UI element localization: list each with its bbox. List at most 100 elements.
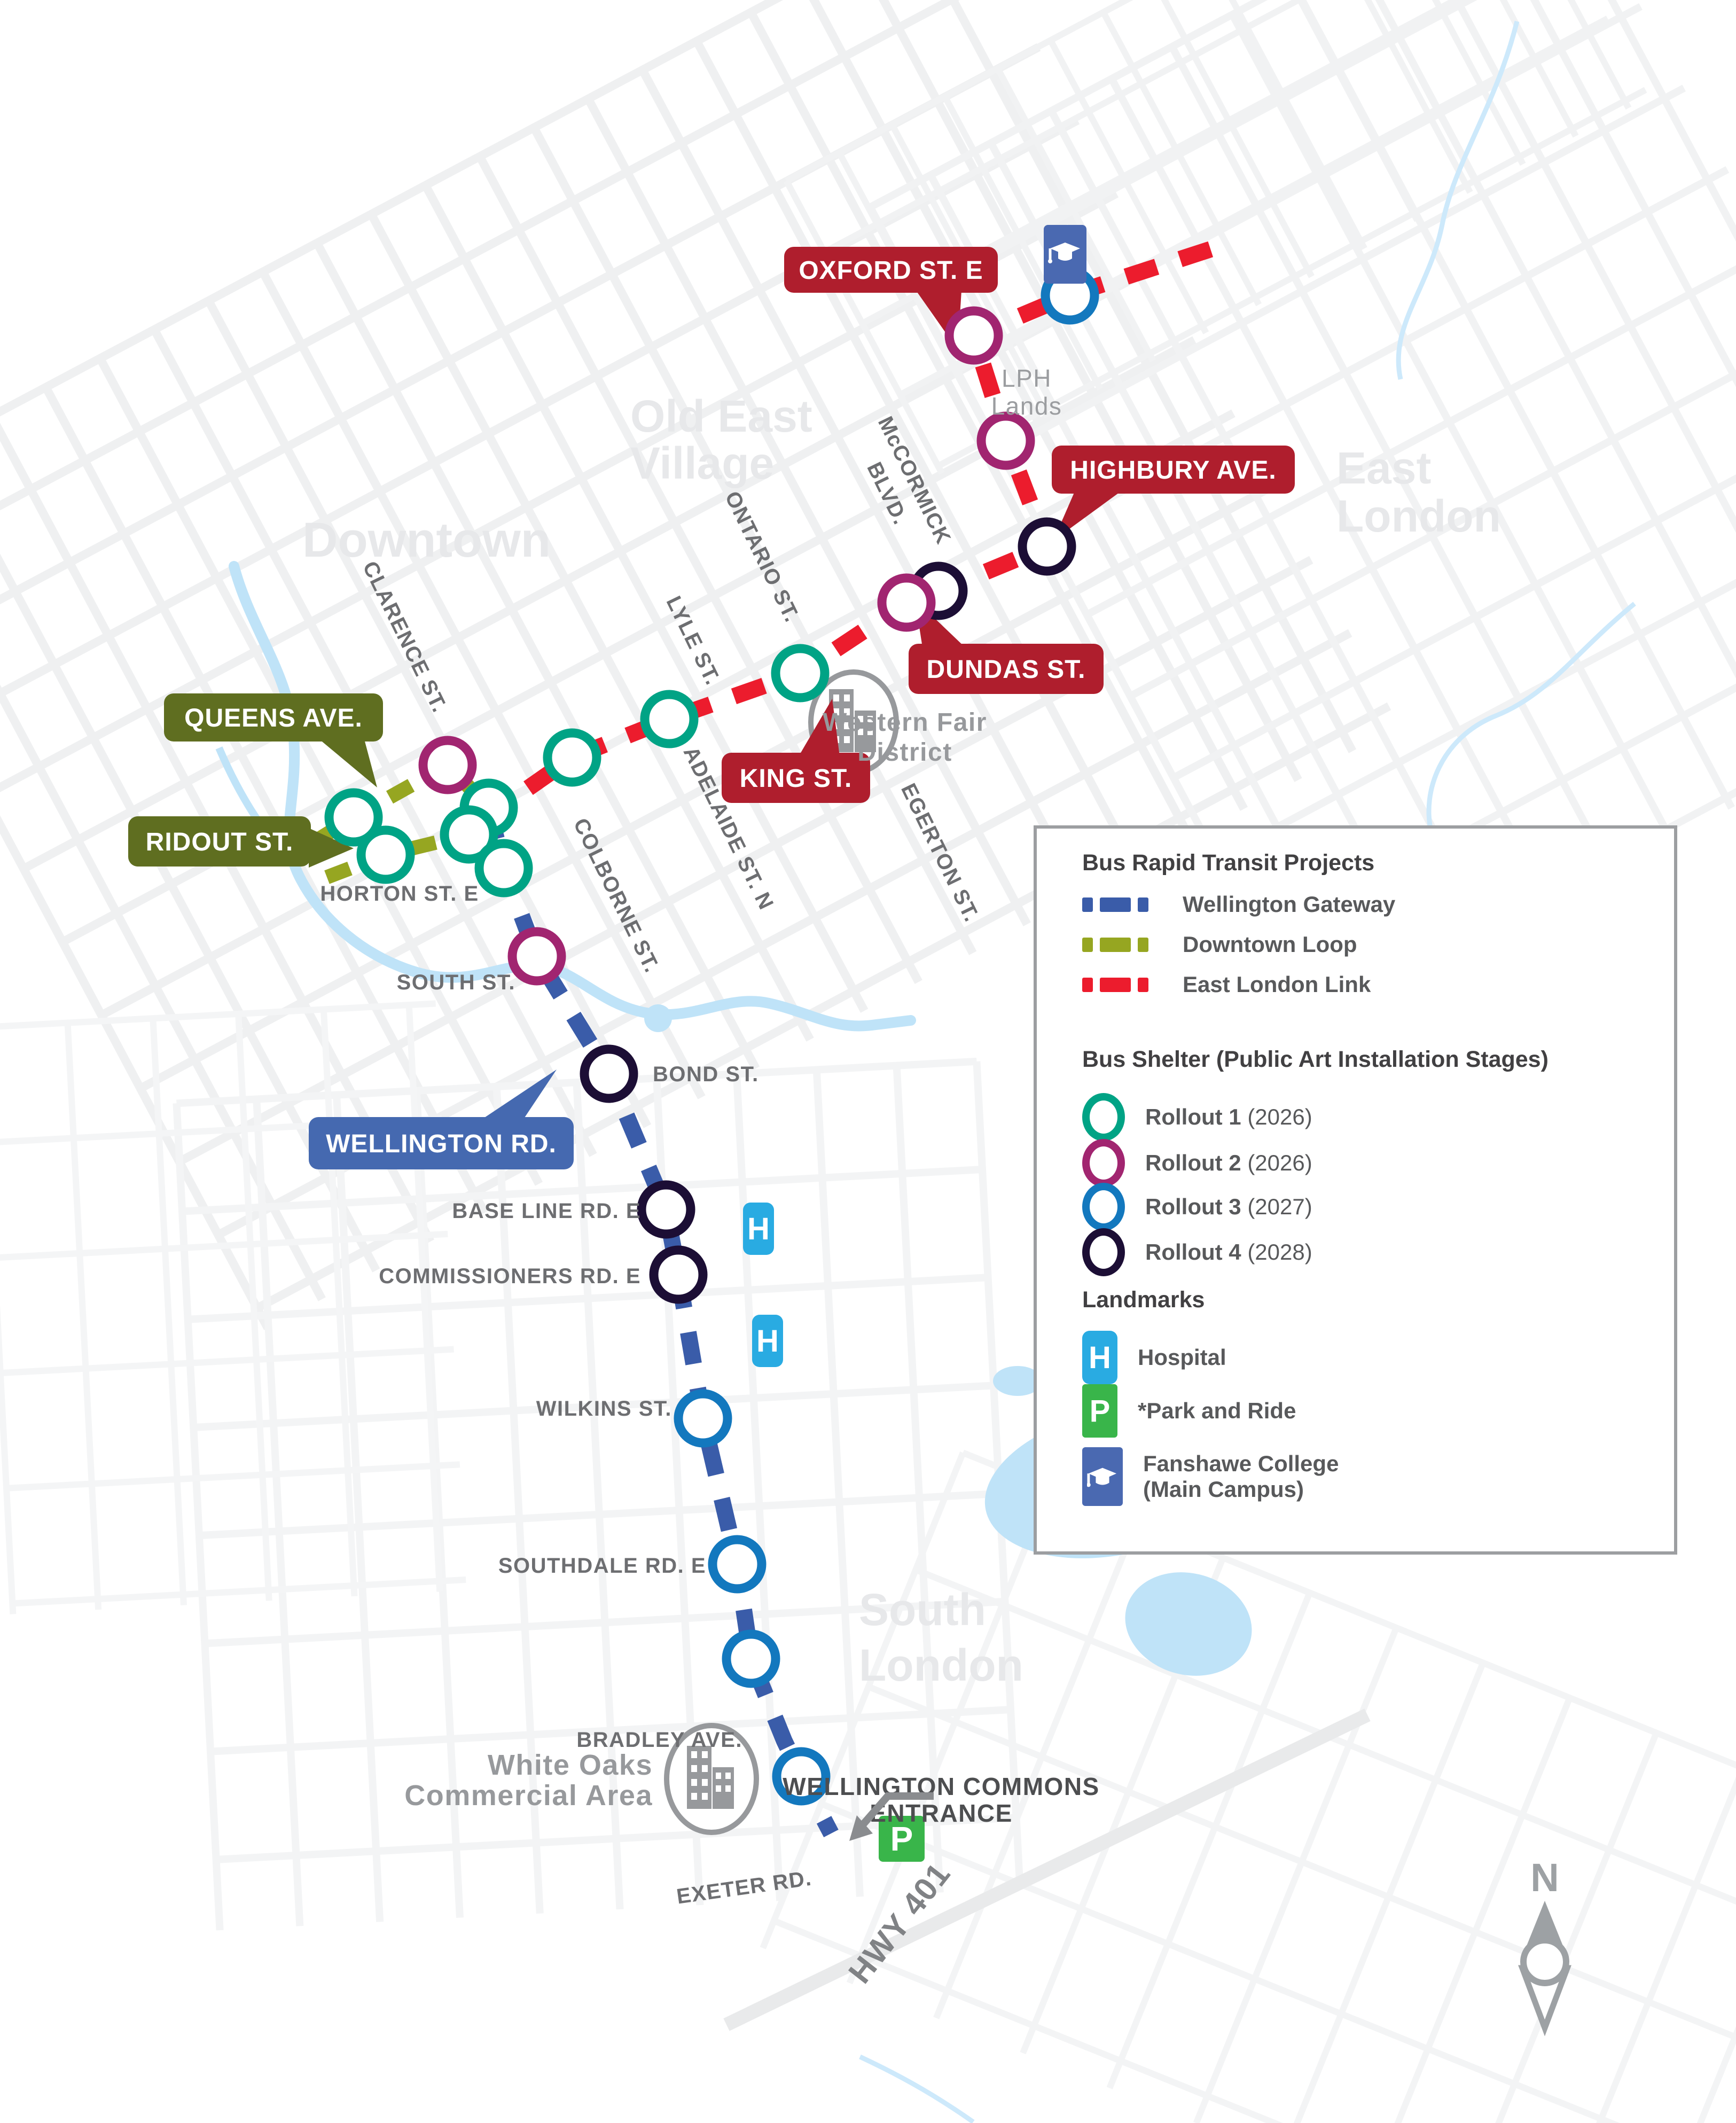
station-highbury-rollout-4-marker: [1018, 517, 1076, 576]
station-bradley-rollout-3-marker: [772, 1747, 831, 1806]
station-king-ontario-rollout-1-marker: [771, 644, 830, 703]
station-loop-west-rollout-1-marker: [324, 788, 383, 847]
legend-shelter-title: Bus Shelter (Public Art Installation Sta…: [1082, 1047, 1549, 1072]
rollout-2-ring-icon: [1082, 1139, 1125, 1187]
station-dundas-magenta-rollout-2-marker: [877, 573, 936, 632]
legend-item-rollout-1: Rollout 1 (2026): [1082, 1093, 1312, 1141]
legend-projects-title: Bus Rapid Transit Projects: [1082, 850, 1375, 876]
legend-item-label: East London Link: [1183, 972, 1371, 997]
east-london-link-route-swatch: [1082, 977, 1162, 992]
callout-label: KING ST.: [740, 764, 853, 793]
legend-item-fanshawe-college: Fanshawe College(Main Campus): [1082, 1447, 1339, 1506]
station-loop-south-rollout-1-marker: [356, 825, 415, 884]
street-label-bond-st: BOND ST.: [653, 1063, 759, 1086]
street-label-clarence-st: CLARENCE ST.: [358, 558, 451, 716]
legend-item-east-london-link: East London Link: [1082, 972, 1371, 997]
fanshawe-college-icon: [1044, 225, 1086, 284]
downtown-loop-route-swatch: [1082, 937, 1162, 952]
rollout-4-ring-icon: [1082, 1228, 1125, 1276]
legend-item-label: Hospital: [1138, 1344, 1226, 1370]
legend-item-label: Wellington Gateway: [1183, 892, 1396, 917]
hospital-icon: H: [1082, 1331, 1117, 1384]
callout-wellington-rd: WELLINGTON RD.: [309, 1070, 574, 1169]
station-oxford-rollout-2-marker: [944, 306, 1003, 365]
callout-label: RIDOUT ST.: [146, 828, 294, 856]
legend-item-label: Downtown Loop: [1183, 932, 1357, 957]
station-horton-rollout-1-marker: [474, 839, 533, 897]
callout-label: HIGHBURY AVE.: [1070, 456, 1276, 485]
north-arrow: N: [1518, 1855, 1571, 2036]
callout-label: WELLINGTON RD.: [326, 1130, 557, 1158]
street-label-commissioners-rd-e: COMMISSIONERS RD. E: [379, 1265, 641, 1288]
street-label-egerton-st: EGERTON ST.: [896, 780, 983, 926]
station-king-colborne-rollout-1-marker: [543, 728, 601, 787]
legend-item-label: Rollout 1 (2026): [1145, 1104, 1312, 1129]
svg-text:P: P: [890, 1820, 913, 1858]
station-king-adelaide-rollout-1-marker: [640, 690, 699, 748]
street-label-south-st: SOUTH ST.: [397, 971, 515, 994]
white-oaks-building-icon: [664, 1723, 759, 1835]
legend-item-wellington-gateway: Wellington Gateway: [1082, 892, 1395, 917]
area-label-downtown: Downtown: [302, 513, 551, 567]
legend-item-rollout-4: Rollout 4 (2028): [1082, 1228, 1312, 1276]
legend-item-rollout-3: Rollout 3 (2027): [1082, 1183, 1312, 1231]
map-landmark-icons: H H P: [743, 225, 1086, 1862]
station-mccormick-rollout-2-marker: [976, 411, 1035, 470]
station-base-line-rollout-4-marker: [637, 1180, 695, 1239]
station-wellington-king-b-rollout-1-marker: [440, 805, 498, 864]
hospital-2-icon: H: [752, 1315, 783, 1367]
legend-item-park-and-ride: P *Park and Ride: [1082, 1384, 1296, 1438]
street-label-base-line-rd-e: BASE LINE RD. E: [452, 1199, 641, 1223]
street-label-horton-st-e: HORTON ST. E: [320, 882, 479, 906]
legend-item-label: *Park and Ride: [1138, 1398, 1296, 1423]
callout-oxford-st-e: OXFORD ST. E: [784, 247, 998, 350]
legend-item-label: Rollout 2 (2026): [1145, 1150, 1312, 1175]
callout-label: OXFORD ST. E: [799, 256, 983, 285]
rollout-3-ring-icon: [1082, 1183, 1125, 1231]
bus-shelter-stations: [324, 266, 1099, 1806]
callout-label: QUEENS AVE.: [184, 704, 363, 732]
station-bond-rollout-4-marker: [580, 1044, 638, 1103]
rollout-1-ring-icon: [1082, 1093, 1125, 1141]
street-label-bradley-ave: BRADLEY AVE.: [576, 1728, 742, 1752]
park-and-ride-wellington-commons-icon: P: [879, 1816, 925, 1862]
graduation-cap-icon: [1082, 1447, 1123, 1506]
svg-text:H: H: [756, 1324, 779, 1359]
callout-king-st: KING ST.: [722, 699, 870, 803]
north-label: N: [1530, 1855, 1559, 1900]
street-label-wilkins-st: WILKINS ST.: [536, 1397, 672, 1420]
svg-text:H: H: [747, 1212, 770, 1246]
callout-queens-ave: QUEENS AVE.: [164, 693, 383, 787]
station-wilkins-rollout-3-marker: [674, 1389, 732, 1448]
legend-item-downtown-loop: Downtown Loop: [1082, 932, 1357, 957]
legend-item-label: Fanshawe College(Main Campus): [1143, 1450, 1339, 1502]
wellington-gateway-route-swatch: [1082, 897, 1162, 912]
legend-item-rollout-2: Rollout 2 (2026): [1082, 1139, 1312, 1187]
legend-landmarks-title: Landmarks: [1082, 1287, 1205, 1313]
legend-item-hospital: H Hospital: [1082, 1331, 1226, 1384]
street-label-southdale-rd-e: SOUTHDALE RD. E: [498, 1554, 706, 1578]
legend-item-label: Rollout 4 (2028): [1145, 1239, 1312, 1265]
wellington-commons-arrow: [849, 1792, 934, 1841]
callout-label: DUNDAS ST.: [926, 655, 1085, 684]
hospital-1-icon: H: [743, 1203, 774, 1255]
station-commissioners-rollout-4-marker: [649, 1245, 708, 1304]
station-south-st-rollout-2-marker: [507, 927, 566, 986]
legend-panel: Bus Rapid Transit Projects Wellington Ga…: [1034, 825, 1677, 1555]
hwy-401-road: [723, 1708, 1371, 2031]
callout-highbury-ave: HIGHBURY AVE.: [1052, 446, 1295, 541]
street-callouts: OXFORD ST. E HIGHBURY AVE. DUNDAS ST. KING …: [128, 247, 1295, 1169]
callout-ridout-st: RIDOUT ST.: [128, 816, 354, 868]
station-queens-rollout-2-marker: [418, 736, 477, 794]
station-southdale-bradley-rollout-3-marker: [722, 1629, 780, 1688]
